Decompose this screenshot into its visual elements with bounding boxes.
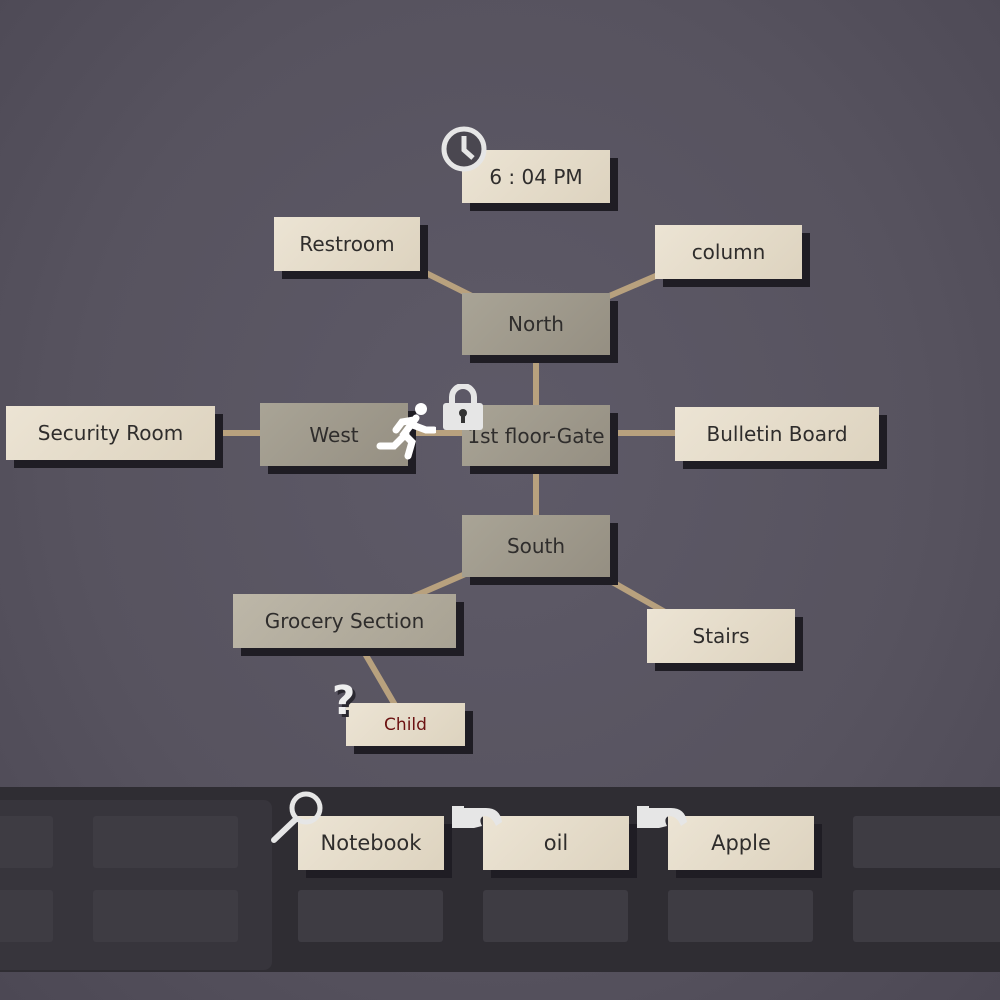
node-west[interactable]: West [260,403,408,466]
node-column[interactable]: column [655,225,802,279]
magnifier-icon[interactable] [268,788,328,848]
question-mark-icon: ? [332,678,355,724]
inventory-slot[interactable] [0,816,53,868]
inventory-slot[interactable] [853,890,1000,942]
lock-icon [441,383,485,436]
item-label: oil [543,831,569,855]
node-label: Child [384,714,427,735]
running-person-icon [376,400,438,464]
item-label: Notebook [320,831,422,855]
node-label: Restroom [299,232,395,256]
inventory-slot[interactable] [298,890,443,942]
node-label: North [508,312,564,336]
inventory-slot[interactable] [0,890,53,942]
node-label: South [506,534,566,558]
time-text: 6 : 04 PM [489,164,583,189]
node-label: Stairs [692,624,750,648]
inventory-slot[interactable] [93,890,238,942]
question-mark-text: ? [332,678,356,724]
node-label: Security Room [37,421,184,445]
node-north[interactable]: North [462,293,610,355]
node-stairs[interactable]: Stairs [647,609,795,663]
node-label: Grocery Section [264,609,425,633]
node-label: Bulletin Board [706,422,848,446]
item-label: Apple [711,831,771,855]
node-bulletin-board[interactable]: Bulletin Board [675,407,879,461]
hand-icon[interactable] [452,800,512,844]
inventory-slot[interactable] [483,890,628,942]
node-label: 1st floor-Gate [467,423,605,448]
inventory-slot[interactable] [853,816,1000,868]
inventory-item-notebook[interactable]: Notebook [298,816,444,870]
clock-icon [439,124,489,178]
node-label: column [691,240,766,264]
node-grocery-section[interactable]: Grocery Section [233,594,456,648]
node-restroom[interactable]: Restroom [274,217,420,271]
node-1st-floor-gate[interactable]: 1st floor-Gate [462,405,610,466]
hand-icon[interactable] [637,800,697,844]
inventory-item-apple[interactable]: Apple [668,816,814,870]
time-display: 6 : 04 PM [462,150,610,203]
node-security-room[interactable]: Security Room [6,406,215,460]
node-label: West [309,422,359,447]
inventory-item-oil[interactable]: oil [483,816,629,870]
node-south[interactable]: South [462,515,610,577]
inventory-slot[interactable] [668,890,813,942]
node-child[interactable]: Child [346,703,465,746]
inventory-slot[interactable] [93,816,238,868]
